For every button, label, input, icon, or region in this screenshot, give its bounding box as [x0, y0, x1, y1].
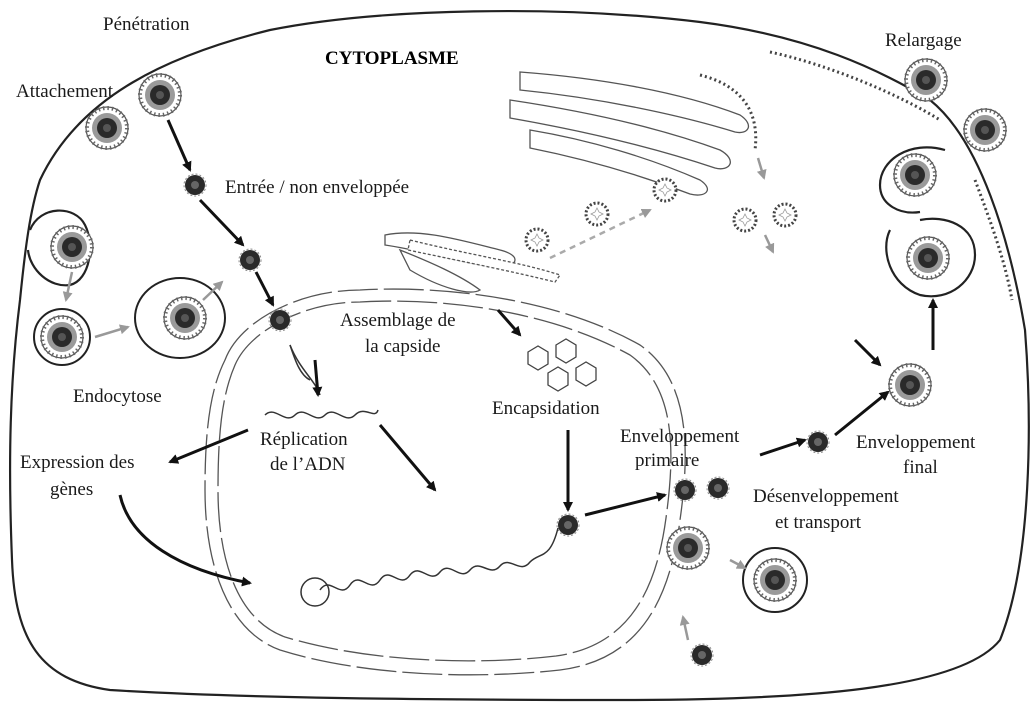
- label-endocytose: Endocytose: [73, 386, 162, 407]
- label-replication-1: Réplication: [260, 429, 348, 450]
- label-replication-2: de l’ADN: [270, 454, 346, 475]
- label-enveloppement-primaire-1: Enveloppement: [620, 426, 740, 447]
- label-enveloppement-final-1: Enveloppement: [856, 432, 976, 453]
- label-assemblage-1: Assemblage de: [340, 310, 456, 331]
- vesicle-1: [526, 229, 548, 251]
- virion-endocytosis-3: [164, 297, 206, 339]
- vesicle-3: [654, 179, 676, 201]
- virion-cytoplasm-vesicle: [754, 559, 796, 601]
- virion-vesicle-final: [907, 237, 949, 279]
- capsid-deenveloped: [807, 431, 829, 453]
- label-enveloppement-final-2: final: [903, 457, 938, 478]
- label-expression-1: Expression des: [20, 452, 135, 473]
- label-attachement: Attachement: [16, 81, 114, 102]
- virion-endocytosis-2: [41, 316, 83, 358]
- virion-attachement: [86, 107, 128, 149]
- capsid-entry-1: [184, 174, 206, 196]
- label-encapsidation: Encapsidation: [492, 398, 600, 419]
- label-entree: Entrée / non enveloppée: [225, 177, 409, 198]
- virion-perinuclear: [667, 527, 709, 569]
- label-relargage: Relargage: [885, 30, 962, 51]
- label-desenveloppement-2: et transport: [775, 512, 862, 533]
- label-assemblage-2: la capside: [365, 336, 440, 357]
- nucleus: [205, 289, 685, 675]
- cytoplasm-label: CYTOPLASME: [325, 48, 459, 69]
- label-enveloppement-primaire-2: primaire: [635, 450, 699, 471]
- virion-endocytosis-1: [51, 226, 93, 268]
- vesicle-5: [774, 204, 796, 226]
- virion-final-envelopment: [889, 364, 931, 406]
- virion-released-2: [964, 109, 1006, 151]
- label-desenveloppement-1: Désenveloppement: [753, 486, 899, 507]
- capsid-entry-2: [239, 249, 261, 271]
- virion-exocytosis: [894, 154, 936, 196]
- label-penetration: Pénétration: [103, 14, 190, 35]
- label-expression-2: gènes: [50, 479, 93, 500]
- virion-released-1: [905, 59, 947, 101]
- capsid-primary-2: [707, 477, 729, 499]
- capsid-free: [691, 644, 713, 666]
- vesicle-4: [734, 209, 756, 231]
- vesicle-2: [586, 203, 608, 225]
- virion-penetration: [139, 74, 181, 116]
- golgi-apparatus: [510, 72, 756, 195]
